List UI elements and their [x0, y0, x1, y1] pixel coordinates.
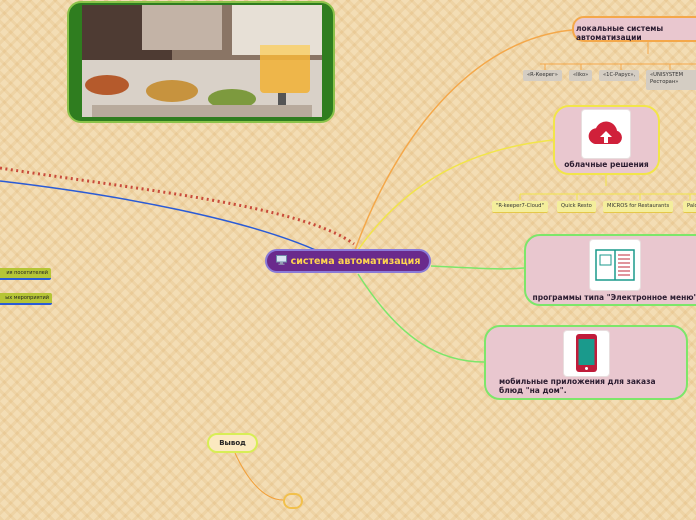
cloud-item-quick-resto[interactable]: Quick Resto — [557, 201, 596, 213]
cloud-item-micros[interactable]: MICROS for Restaurants — [603, 201, 674, 213]
link-cloud — [357, 139, 554, 251]
cloud-item-palo[interactable]: Palo — [683, 201, 696, 213]
link-conclusion-child — [234, 452, 284, 501]
cloud-upload-icon — [582, 110, 630, 158]
local-item-iiko[interactable]: «Iiko» — [569, 70, 593, 81]
smartphone-icon — [564, 331, 609, 376]
computer-icon — [275, 254, 287, 268]
root-label: система автоматизация — [290, 255, 421, 267]
mobile-apps-label: мобильные приложения для заказа блюд "на… — [499, 377, 656, 395]
left-item-events[interactable]: ых мероприятий — [0, 293, 52, 305]
buffet-photo — [82, 5, 322, 117]
empty-subtopic-node[interactable] — [283, 493, 303, 509]
local-systems-label: локальные системы автоматизации — [576, 24, 664, 42]
electronic-menu-label: программы типа "Электронное меню" — [532, 293, 696, 302]
link-local-children — [540, 42, 696, 70]
local-systems-node[interactable]: локальные системы автоматизации — [572, 16, 696, 42]
link-left-dotted — [0, 166, 355, 246]
conclusion-node[interactable]: Вывод — [207, 433, 258, 453]
link-mobile — [357, 273, 485, 363]
conclusion-label: Вывод — [219, 439, 246, 447]
local-item-r-keeper[interactable]: «R-Кеерег» — [523, 70, 562, 81]
link-menu — [430, 265, 525, 270]
link-cloud-children — [519, 175, 696, 200]
local-item-unisystem[interactable]: «UNISYSTEM Ресторан» — [646, 70, 696, 90]
cloud-solutions-label: облачные решения — [564, 160, 649, 169]
left-item-visitors[interactable]: ия посетителей — [0, 268, 51, 280]
root-node[interactable]: система автоматизация — [265, 249, 431, 273]
buffet-photo-illustration — [82, 5, 322, 117]
cloud-item-r-keeper-cloud[interactable]: "R-keeper7-Cloud" — [492, 201, 548, 213]
link-left-blue — [0, 180, 321, 253]
link-local — [354, 29, 573, 251]
local-item-1c-rarus[interactable]: «1С-Рарус», — [599, 70, 640, 81]
notebook-icon — [590, 240, 640, 290]
